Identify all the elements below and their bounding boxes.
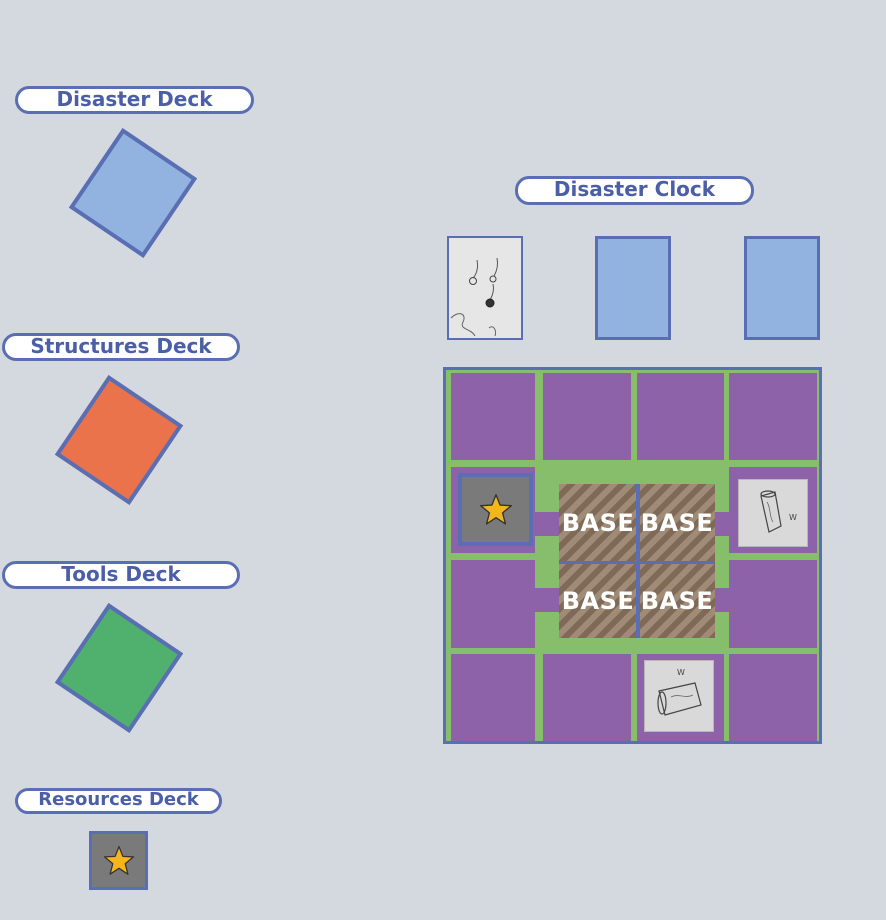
base-tile: BASE [639,484,715,561]
tools-deck-label: Tools Deck [2,561,240,589]
board-connector [711,512,729,536]
clock-card-2[interactable] [595,236,671,340]
disaster-deck[interactable] [68,128,198,258]
board-cell[interactable] [543,373,631,460]
board-cell[interactable] [451,560,535,648]
tools-deck[interactable] [54,603,184,733]
board-connector [535,512,559,536]
board-cell[interactable] [543,654,631,741]
wood-tile[interactable]: W [644,660,714,732]
resource-tile[interactable] [458,473,533,546]
meteor-icon [449,238,521,338]
game-board: BASE BASE BASE BASE W W [443,367,822,744]
board-cell[interactable] [729,654,817,741]
star-icon [479,493,512,525]
base-tile: BASE [639,563,715,638]
base-tile: BASE [559,484,637,561]
wood-log-icon: W [760,490,797,533]
base-tile: BASE [559,563,637,638]
wood-log-icon: W [657,668,702,716]
svg-text:W: W [677,668,685,677]
base-area[interactable]: BASE BASE BASE BASE [559,484,715,638]
board-connector [711,588,729,612]
structures-deck[interactable] [54,375,184,505]
structures-deck-label: Structures Deck [2,333,240,361]
board-cell[interactable] [637,373,724,460]
disaster-deck-label: Disaster Deck [15,86,254,114]
meteor-sketch-card[interactable] [447,236,523,340]
base-divider [559,561,715,564]
board-connector [535,588,559,612]
board-cell[interactable] [729,373,817,460]
board-cell[interactable] [729,560,817,648]
resources-deck[interactable] [89,831,148,890]
board-cell[interactable] [451,373,535,460]
resources-deck-label: Resources Deck [15,788,222,814]
board-cell[interactable] [451,654,535,741]
svg-text:W: W [789,513,797,522]
clock-card-3[interactable] [744,236,820,340]
wood-tile[interactable]: W [738,479,808,547]
star-icon [103,845,134,875]
disaster-clock-label: Disaster Clock [515,176,754,205]
